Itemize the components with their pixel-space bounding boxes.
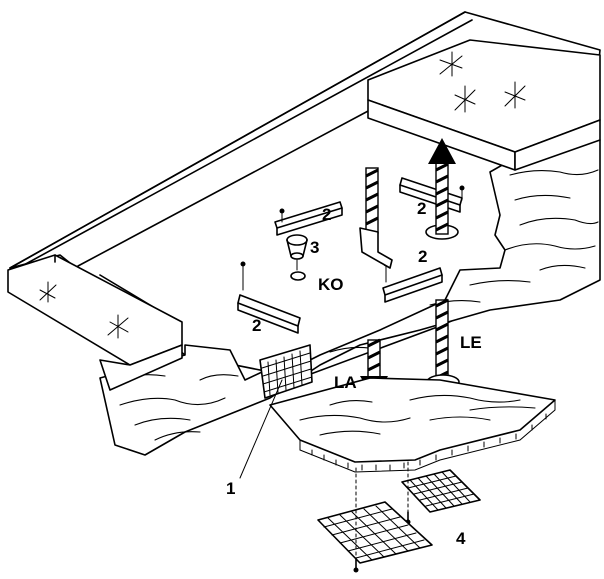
label-part-2-d: 2 <box>252 316 261 335</box>
ceiling-panel <box>269 377 556 473</box>
label-part-2-a: 2 <box>322 205 331 224</box>
leader-line-1 <box>239 379 283 479</box>
insect-screen-2 <box>317 467 433 573</box>
label-part-1: 1 <box>226 479 235 498</box>
front-vent-grille <box>259 344 313 399</box>
left-joist <box>7 254 183 391</box>
vent-cap <box>286 234 308 281</box>
insect-screen-1 <box>401 461 481 525</box>
label-ko: KO <box>318 275 344 294</box>
label-le: LE <box>460 333 482 352</box>
mounting-bracket-3 <box>237 261 301 334</box>
exhaust-outlet-arrow <box>425 138 460 390</box>
label-part-4: 4 <box>456 529 466 548</box>
label-la: LA <box>334 373 357 392</box>
right-joist <box>367 39 601 171</box>
mounting-bracket-1 <box>274 201 343 236</box>
label-part-2-b: 2 <box>417 199 426 218</box>
label-part-2-c: 2 <box>418 247 427 266</box>
label-part-3: 3 <box>310 238 319 257</box>
